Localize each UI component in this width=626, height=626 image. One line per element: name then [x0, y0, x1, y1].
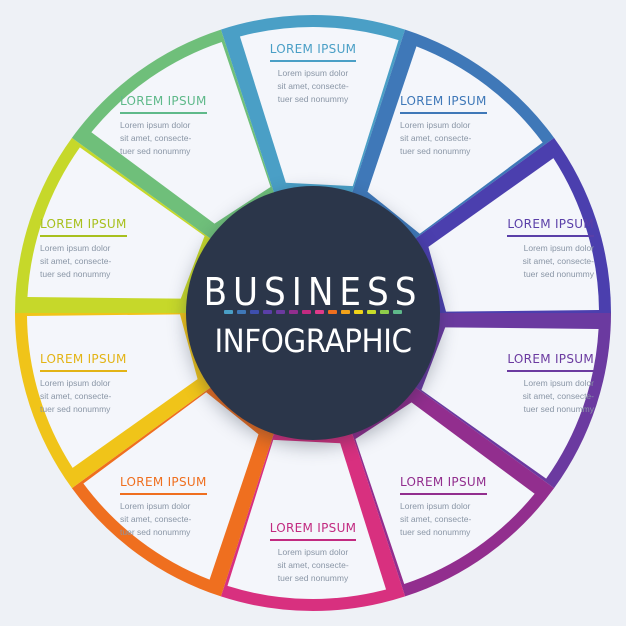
segment-description-line: Lorem ipsum dolor	[523, 378, 594, 388]
color-bar-swatch	[302, 310, 311, 314]
segment-description-line: Lorem ipsum dolor	[120, 501, 191, 511]
segment-description-line: sit amet, consecte-	[522, 391, 594, 401]
segment-title: LOREM IPSUM	[40, 352, 127, 372]
segment-title: LOREM IPSUM	[120, 475, 207, 495]
color-bar-swatch	[263, 310, 272, 314]
segment-description-line: tuer sed nonummy	[277, 573, 349, 583]
segment-description: Lorem ipsum dolor sit amet, consecte-tuer…	[120, 500, 230, 539]
segment-panel	[367, 46, 543, 234]
segment-description-line: Lorem ipsum dolor	[400, 501, 471, 511]
segment-text-block: LOREM IPSUM Lorem ipsum dolor sit amet, co…	[40, 350, 150, 416]
segment-text-block: LOREM IPSUM Lorem ipsum dolor sit amet, co…	[120, 473, 230, 539]
color-bar-swatch	[328, 310, 337, 314]
color-bar	[224, 310, 402, 314]
segment-title: LOREM IPSUM	[400, 94, 487, 114]
segment-description-line: Lorem ipsum dolor	[120, 120, 191, 130]
segment-description: Lorem ipsum dolor sit amet, consecte-tuer…	[484, 242, 594, 281]
segment-description: Lorem ipsum dolor sit amet, consecte-tuer…	[258, 546, 368, 585]
segment-description: Lorem ipsum dolor sit amet, consecte-tuer…	[258, 67, 368, 106]
segment-title: LOREM IPSUM	[269, 42, 357, 62]
color-bar-swatch	[367, 310, 376, 314]
color-bar-swatch	[380, 310, 389, 314]
segment-description-line: sit amet, consecte-	[522, 256, 594, 266]
segment-description-line: Lorem ipsum dolor	[40, 378, 111, 388]
segment-description-line: tuer sed nonummy	[400, 527, 471, 537]
center-circle: BUSINESS INFOGRAPHIC	[186, 186, 440, 440]
color-bar-swatch	[276, 310, 285, 314]
segment-title: LOREM IPSUM	[400, 475, 487, 495]
segment-description: Lorem ipsum dolor sit amet, consecte-tuer…	[120, 119, 230, 158]
segment-description-line: sit amet, consecte-	[120, 133, 192, 143]
segment-title: LOREM IPSUM	[120, 94, 207, 114]
segment-description-line: sit amet, consecte-	[400, 133, 472, 143]
color-bar-swatch	[354, 310, 363, 314]
segment-panel	[421, 327, 599, 479]
color-bar-swatch	[341, 310, 350, 314]
segment-description-line: sit amet, consecte-	[400, 514, 472, 524]
title-business: BUSINESS	[203, 270, 423, 314]
segment-description-line: tuer sed nonummy	[277, 94, 349, 104]
segment-description-line: tuer sed nonummy	[523, 269, 594, 279]
segment-panel	[83, 392, 259, 580]
segment-panel	[428, 158, 599, 312]
segment-description-line: Lorem ipsum dolor	[400, 120, 471, 130]
segment-description-line: tuer sed nonummy	[523, 404, 594, 414]
segment-description: Lorem ipsum dolor sit amet, consecte-tuer…	[40, 377, 150, 416]
segment-description-line: sit amet, consecte-	[40, 256, 112, 266]
title-infographic: INFOGRAPHIC	[214, 322, 412, 360]
segment-text-block: LOREM IPSUM Lorem ipsum dolor sit amet, co…	[40, 215, 150, 281]
segment-panel	[91, 41, 271, 224]
segment-text-block: LOREM IPSUM Lorem ipsum dolor sit amet, co…	[258, 40, 368, 106]
segment-title: LOREM IPSUM	[507, 352, 594, 372]
color-bar-swatch	[237, 310, 246, 314]
color-bar-swatch	[224, 310, 233, 314]
segment-text-block: LOREM IPSUM Lorem ipsum dolor sit amet, co…	[484, 350, 594, 416]
segment-description-line: sit amet, consecte-	[120, 514, 192, 524]
segment-text-block: LOREM IPSUM Lorem ipsum dolor sit amet, co…	[120, 92, 230, 158]
segment-title: LOREM IPSUM	[40, 217, 127, 237]
segment-panel	[27, 147, 205, 299]
segment-description-line: Lorem ipsum dolor	[277, 68, 349, 78]
segment-text-block: LOREM IPSUM Lorem ipsum dolor sit amet, co…	[484, 215, 594, 281]
color-bar-swatch	[289, 310, 298, 314]
color-bar-swatch	[250, 310, 259, 314]
segment-description: Lorem ipsum dolor sit amet, consecte-tuer…	[400, 119, 510, 158]
segment-description: Lorem ipsum dolor sit amet, consecte-tuer…	[484, 377, 594, 416]
segment-description-line: sit amet, consecte-	[40, 391, 112, 401]
segment-description-line: Lorem ipsum dolor	[40, 243, 111, 253]
segment-description-line: tuer sed nonummy	[40, 404, 111, 414]
segment-description-line: tuer sed nonummy	[120, 527, 191, 537]
segment-text-block: LOREM IPSUM Lorem ipsum dolor sit amet, co…	[400, 473, 510, 539]
segment-description: Lorem ipsum dolor sit amet, consecte-tuer…	[400, 500, 510, 539]
segment-panel	[227, 439, 387, 599]
segment-title: LOREM IPSUM	[507, 217, 594, 237]
segment-panel	[239, 26, 399, 187]
color-bar-swatch	[315, 310, 324, 314]
segment-description-line: Lorem ipsum dolor	[277, 547, 349, 557]
segment-description-line: tuer sed nonummy	[120, 146, 191, 156]
color-bar-swatch	[393, 310, 402, 314]
segment-description-line: tuer sed nonummy	[400, 146, 471, 156]
segment-description-line: sit amet, consecte-	[277, 81, 349, 91]
segment-description-line: tuer sed nonummy	[40, 269, 111, 279]
segment-title: LOREM IPSUM	[269, 521, 357, 541]
segment-description-line: sit amet, consecte-	[277, 560, 349, 570]
segment-text-block: LOREM IPSUM Lorem ipsum dolor sit amet, co…	[400, 92, 510, 158]
segment-panel	[27, 314, 198, 468]
segment-description: Lorem ipsum dolor sit amet, consecte-tuer…	[40, 242, 150, 281]
segment-text-block: LOREM IPSUM Lorem ipsum dolor sit amet, co…	[258, 519, 368, 585]
segment-description-line: Lorem ipsum dolor	[523, 243, 594, 253]
